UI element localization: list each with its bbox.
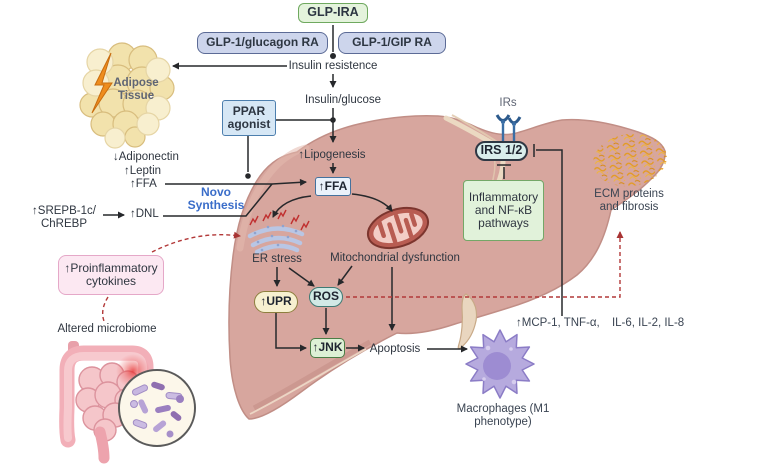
upr-oval: ↑UPR [254,291,298,313]
junction-dots [245,53,336,179]
liver-illustration [228,114,667,420]
adiponectin-label: ↓Adiponectin [113,151,179,163]
adipose-tissue-icon [79,42,175,149]
irs12-pill: IRS 1/2 [475,141,528,161]
srepb-chrebp-label: ↑SREPB-1c/ ChREBP [32,205,96,230]
lightning-icon [91,52,113,114]
glp-ira-box: GLP-IRA [298,3,368,23]
lipogenesis-label: ↑Lipogenesis [298,149,366,161]
proinflammatory-cytokines-box: ↑Proinflammatory cytokines [58,255,164,295]
apoptosis-label: Apoptosis [369,343,421,355]
stress-bolts-icon [249,209,310,231]
glp-glucagon-box: GLP-1/glucagon RA [197,32,328,54]
glp-gip-box: GLP-1/GIP RA [338,32,446,54]
insulin-glucose-label: Insulin/glucose [304,94,382,106]
ppar-agonist-box: PPAR agonist [222,100,276,136]
novo-synthesis-label: Novo Synthesis [187,185,245,213]
ffa-adipose-label: ↑FFA [130,178,157,190]
intestine-icon [59,341,196,464]
bile-duct [457,293,478,350]
mitochondria-icon [366,206,430,250]
ffa-box: ↑FFA [315,177,351,196]
mito-dysfunction-label: Mitochondrial dysfunction [330,252,460,264]
jnk-box: ↑JNK [310,338,345,358]
adipose-tissue-label: Adipose Tissue [113,77,159,102]
er-stress-label: ER stress [252,253,302,265]
ros-oval: ROS [309,287,343,307]
altered-microbiome-label: Altered microbiome [57,323,157,335]
ecm-fibrosis-label: ECM proteins and fibrosis [594,188,664,213]
leptin-label: ↑Leptin [124,165,162,177]
irs-label: IRs [499,97,517,109]
ecm-fibrosis-texture [593,133,667,187]
dnl-label: ↑DNL [130,208,159,220]
microbiome-magnifier-icon [118,369,196,447]
macrophages-label: Macrophages (M1 phenotype) [456,403,550,428]
insulin-resistence-label: Insulin resistence [288,60,378,72]
connectors [103,25,563,353]
macrophage-icon [465,329,535,399]
insulin-receptor-icon [495,114,522,141]
dashed-connectors [101,231,624,322]
er-icon [247,209,310,255]
inflammatory-pathways-box: Inflammatory and NF-κB pathways [463,180,544,241]
cytokine-list-label: ↑MCP-1, TNF-α, IL-6, IL-2, IL-8 [516,317,685,329]
